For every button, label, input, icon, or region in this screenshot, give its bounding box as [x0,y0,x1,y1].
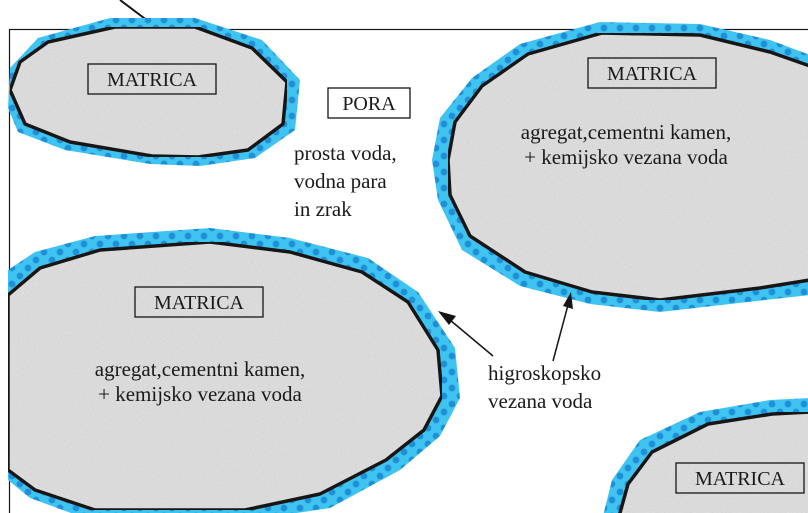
svg-text:MATRICA: MATRICA [607,63,698,85]
matrix-grain-top-right [432,22,808,312]
pore-description-3: in zrak [294,197,352,221]
matrix-grain-top-left [8,18,300,166]
hygroscopic-label-2: vezana voda [488,389,593,413]
matrica-label-bottom-right: MATRICA [675,462,805,494]
composition-text-top-right: agregat,cementni kamen, [521,120,731,144]
svg-text:PORA: PORA [342,93,396,115]
pore-description-1: prosta voda, [294,141,397,165]
matrix-body [6,240,444,512]
pore-description-2: vodna para [294,169,387,193]
matrica-label-middle-left: MATRICA [134,286,264,318]
composition-text-top-right-2: + kemijsko vezana voda [524,145,728,169]
matrica-label-top-left: MATRICA [87,63,217,95]
composition-text-middle-left-2: + kemijsko vezana voda [98,382,302,406]
matrix-grain-middle-left [6,228,460,513]
arrow-to-right-film [552,292,573,362]
svg-text:MATRICA: MATRICA [695,468,786,490]
arrow-to-left-film [438,311,494,357]
pore-label: PORA [327,87,411,119]
hygroscopic-label-1: higroskopsko [488,361,601,385]
matrix-body [8,25,289,159]
composition-text-middle-left: agregat,cementni kamen, [95,357,305,381]
matrix-body [446,31,808,302]
svg-text:MATRICA: MATRICA [107,69,198,91]
matrica-label-top-right: MATRICA [587,57,717,89]
svg-text:MATRICA: MATRICA [154,292,245,314]
